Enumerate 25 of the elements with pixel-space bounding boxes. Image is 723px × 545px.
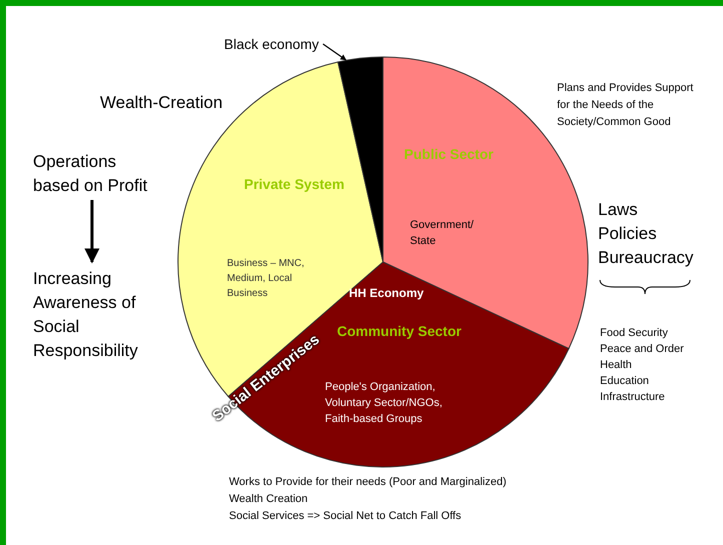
list-item: Laws <box>598 199 639 221</box>
arrow <box>84 200 100 264</box>
heading-label: Wealth-Creation <box>100 92 224 114</box>
sector-description: Business – MNC, Medium, Local Business <box>227 257 306 301</box>
sector-title: Public Sector <box>404 145 494 164</box>
note-text: Works to Provide for their needs (Poor and Marginalized) <box>229 475 508 490</box>
note-text: Wealth Creation <box>229 492 309 507</box>
note-text: Operations based on Profit <box>33 150 163 200</box>
sector-title: Community Sector <box>337 322 462 341</box>
sector-subtitle: HH Economy <box>349 285 425 302</box>
note-text: Increasing Awareness of Social Responsibility <box>33 262 173 363</box>
list-item: Health <box>600 358 633 373</box>
list-item: Bureaucracy <box>598 247 694 269</box>
list-item: Infrastructure <box>600 390 666 405</box>
list-item: Peace and Order <box>600 342 685 357</box>
list-item: Policies <box>598 223 658 245</box>
sector-description: People's Organization, Voluntary Sector/NGOs, Faith-based Groups <box>325 380 444 427</box>
list-item: Education <box>600 374 650 389</box>
note-text: Plans and Provides Support for the Needs of the Society/Common Good <box>557 81 694 130</box>
note-text: Social Services => Social Net to Catch Fall Offs <box>229 509 462 524</box>
sector-title: Private System <box>244 175 346 194</box>
sector-description: Government/ State <box>410 218 475 249</box>
callout-text: Black economy <box>224 35 323 53</box>
arrow <box>322 44 346 60</box>
list-item: Food Security <box>600 326 669 341</box>
